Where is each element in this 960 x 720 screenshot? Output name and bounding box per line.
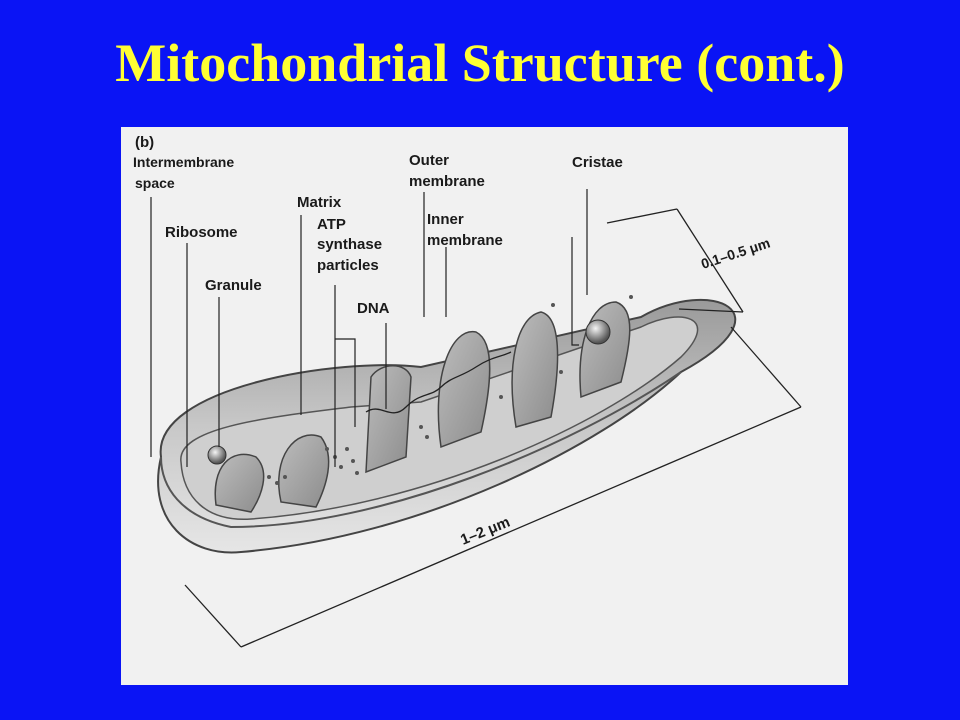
label-ribosome: Ribosome <box>165 224 238 241</box>
label-outer-1: Outer <box>409 152 449 169</box>
granule-shape <box>585 319 611 345</box>
mitochondrion-diagram: (b) Intermembrane space Ribosome Granule… <box>133 134 802 648</box>
dna-strand <box>365 351 512 414</box>
label-atp-2: synthase <box>317 236 382 253</box>
leader-lines <box>150 189 588 467</box>
label-granule: Granule <box>205 277 262 294</box>
label-cristae: Cristae <box>572 154 623 171</box>
panel-label: (b) <box>135 134 154 151</box>
label-atp-3: particles <box>317 257 379 274</box>
mitochondrion-figure: (b) Intermembrane space Ribosome Granule… <box>121 127 848 685</box>
label-width-dimension: 0.1–0.5 μm <box>699 235 772 272</box>
cristae-folds <box>214 301 631 513</box>
label-inner-2: membrane <box>427 232 503 249</box>
granule-shape-2 <box>207 445 227 465</box>
label-outer-2: membrane <box>409 173 485 190</box>
label-inner-1: Inner <box>427 211 464 228</box>
label-length-dimension: 1–2 μm <box>458 514 512 549</box>
label-intermembrane-2: space <box>135 175 175 191</box>
label-atp-1: ATP <box>317 216 346 233</box>
label-dna: DNA <box>357 300 390 317</box>
slide-title: Mitochondrial Structure (cont.) <box>115 33 845 93</box>
label-intermembrane-1: Intermembrane <box>133 154 234 170</box>
label-matrix: Matrix <box>297 194 342 211</box>
dimension-lines <box>184 208 802 648</box>
